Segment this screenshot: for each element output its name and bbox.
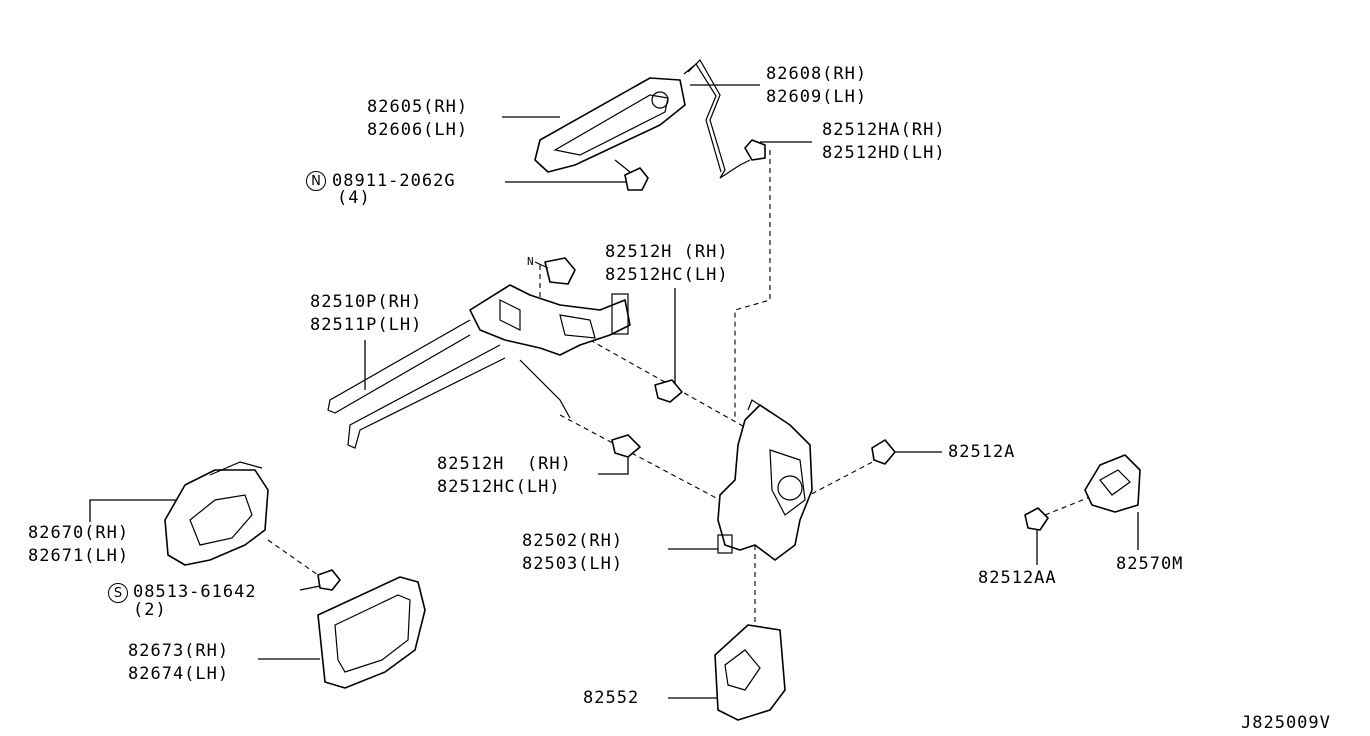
screw-82512aa-part (1024, 507, 1049, 531)
rod-clip-upper-part (654, 379, 683, 403)
label-82673: 82673(RH) (128, 641, 230, 661)
n-symbol-icon: N (306, 171, 326, 191)
label-82502: 82502(RH) (522, 531, 624, 551)
label-82670: 82670(RH) (28, 523, 130, 543)
label-82512aa: 82512AA (978, 568, 1057, 588)
label-82503: 82503(LH) (522, 554, 624, 574)
screw-82512a-part (871, 439, 896, 465)
label-82609: 82609(LH) (766, 87, 868, 107)
label-82671: 82671(LH) (28, 546, 130, 566)
rod-clip-top-part (744, 139, 766, 161)
bolt-08911-part (614, 159, 649, 191)
bolt-n-part (534, 257, 576, 285)
label-82512h-b: 82512H (RH) (437, 454, 572, 474)
rod-clip-lower-part (611, 434, 641, 458)
screw-08513-part (317, 569, 341, 591)
label-82674: 82674(LH) (128, 664, 230, 684)
rod-guide-part (714, 624, 786, 721)
label-82608: 82608(RH) (766, 64, 868, 84)
remote-control-part (327, 284, 631, 449)
handle-rod-part (683, 59, 751, 179)
label-82552: 82552 (583, 688, 640, 708)
label-82512ha: 82512HA(RH) (822, 120, 946, 140)
label-08911: 08911-2062G (332, 171, 456, 191)
label-82511p: 82511P(LH) (310, 315, 423, 335)
door-lock-part (717, 399, 813, 561)
leader-lines (89, 84, 1139, 699)
label-82512hc-b: 82512HC(LH) (437, 477, 561, 497)
label-82605: 82605(RH) (367, 97, 469, 117)
n-marker: N (527, 255, 535, 268)
diagram-id: J825009V (1241, 713, 1331, 733)
label-82512hd: 82512HD(LH) (822, 143, 946, 163)
label-82606: 82606(LH) (367, 120, 469, 140)
label-08513-qty: (2) (133, 600, 167, 620)
striker-part (1084, 454, 1141, 513)
label-82512h-a: 82512H (RH) (605, 242, 729, 262)
label-08911-qty: (4) (337, 188, 371, 208)
label-82512a: 82512A (948, 442, 1016, 462)
label-82512hc-a: 82512HC(LH) (605, 265, 729, 285)
outside-handle-part (534, 77, 686, 173)
label-82570m: 82570M (1116, 554, 1184, 574)
label-08513: 08513-61642 (133, 582, 257, 602)
escutcheon-part (317, 576, 426, 689)
s-symbol-icon: S (108, 583, 128, 603)
inside-handle-part (164, 461, 269, 566)
label-82510p: 82510P(RH) (310, 292, 423, 312)
assembly-dash-lines (267, 150, 1096, 625)
